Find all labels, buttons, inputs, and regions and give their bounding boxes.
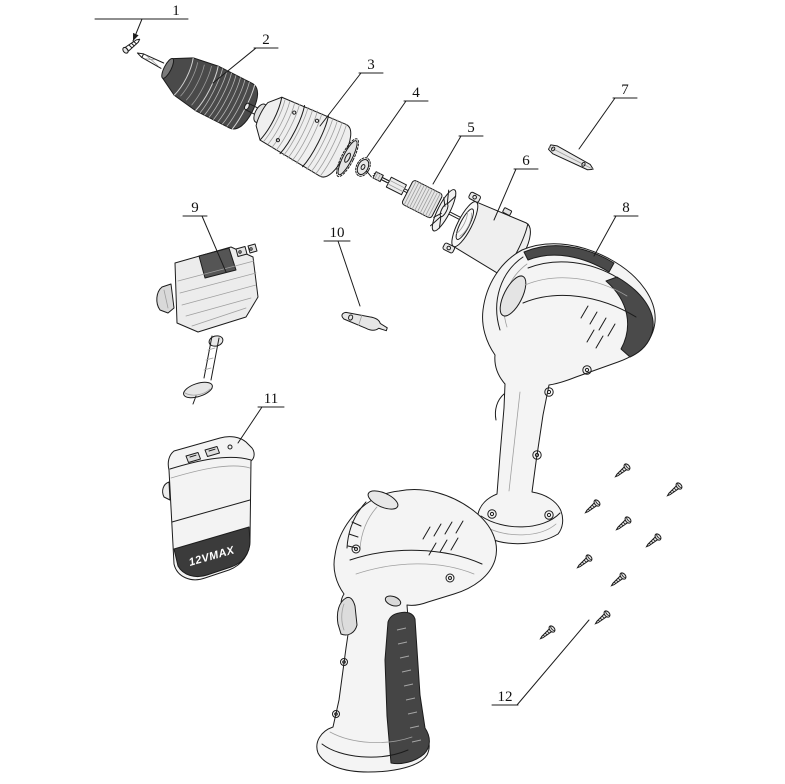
callout-12: 12 — [491, 619, 590, 706]
part-rotor-armature — [372, 171, 470, 232]
part-housing-right — [477, 243, 656, 545]
part-screw-set — [537, 462, 684, 642]
callout-6: 6 — [493, 153, 539, 221]
callout-7: 7 — [578, 82, 638, 150]
callout-3: 3 — [319, 57, 384, 127]
callouts: 1 2 3 4 5 6 7 — [94, 3, 639, 706]
part-switch-assembly — [156, 243, 259, 405]
callout-5-number: 5 — [467, 120, 475, 136]
callout-11-number: 11 — [264, 391, 278, 407]
part-selector-lever — [341, 311, 388, 332]
callout-5: 5 — [432, 120, 484, 185]
callout-2: 2 — [212, 32, 279, 84]
part-clip — [547, 144, 594, 171]
callout-1: 1 — [94, 3, 189, 42]
callout-1-number: 1 — [172, 3, 180, 19]
callout-3-number: 3 — [367, 57, 375, 73]
callout-12-number: 12 — [498, 689, 513, 705]
callout-11: 11 — [237, 391, 285, 444]
callout-6-number: 6 — [522, 153, 530, 169]
callout-7-number: 7 — [621, 82, 629, 98]
callout-10: 10 — [323, 225, 361, 307]
part-battery-pack: 12VMAX — [162, 436, 255, 581]
callout-4-number: 4 — [412, 85, 420, 101]
part-housing-left — [316, 489, 497, 773]
part-pinion-gear — [355, 157, 372, 178]
callout-9-number: 9 — [191, 200, 199, 216]
callout-2-number: 2 — [262, 32, 270, 48]
callout-9: 9 — [182, 200, 227, 273]
callout-4: 4 — [366, 85, 429, 158]
callout-10-number: 10 — [330, 225, 345, 241]
part-chuck — [136, 52, 259, 130]
part-bit-screw — [122, 38, 141, 54]
callout-8-number: 8 — [622, 200, 630, 216]
callout-8: 8 — [593, 200, 639, 257]
